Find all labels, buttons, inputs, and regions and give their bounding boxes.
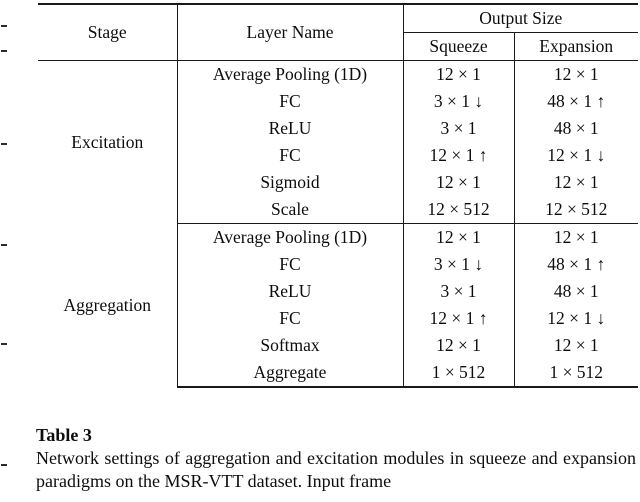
column-header-layer-name: Layer Name xyxy=(176,3,403,61)
layer-name-cell: Scale xyxy=(176,196,403,224)
column-header-stage: Stage xyxy=(38,3,177,61)
table-row: Aggregate 1 × 512 1 × 512 xyxy=(38,359,638,388)
table-row: Sigmoid 12 × 1 12 × 1 xyxy=(38,169,638,196)
table-row: ReLU 3 × 1 48 × 1 xyxy=(38,115,638,142)
expansion-size-cell: 12 × 1 ↓ xyxy=(513,305,638,332)
squeeze-size-cell: 3 × 1 ↓ xyxy=(402,251,514,278)
expansion-size-cell: 12 × 1 xyxy=(513,169,638,196)
table-header-row-sub: Squeeze Expansion xyxy=(38,32,638,61)
layer-name-cell: ReLU xyxy=(176,278,403,305)
layer-name-cell: FC xyxy=(176,88,403,115)
layer-name-cell: Average Pooling (1D) xyxy=(176,223,403,251)
table-section-excitation: Excitation Average Pooling (1D) 12 × 1 1… xyxy=(38,60,638,224)
layer-name-cell: Average Pooling (1D) xyxy=(176,60,403,88)
table-row: Aggregation Average Pooling (1D) 12 × 1 … xyxy=(38,223,638,315)
layer-name-cell: ReLU xyxy=(176,115,403,142)
table-row: FC 12 × 1 ↑ 12 × 1 ↓ xyxy=(38,305,638,332)
margin-tick xyxy=(1,25,7,27)
margin-tick xyxy=(1,143,7,145)
stage-label-aggregation: Aggregation xyxy=(63,295,151,316)
layer-name-cell: FC xyxy=(176,142,403,169)
expansion-size-cell: 12 × 1 xyxy=(513,332,638,359)
table-header-row-top: Stage Layer Name Output Size xyxy=(38,3,638,61)
squeeze-size-cell: 12 × 1 xyxy=(402,60,514,88)
layer-name-cell: FC xyxy=(176,251,403,278)
expansion-size-cell: 48 × 1 xyxy=(513,278,638,305)
table-row: FC 3 × 1 ↓ 48 × 1 ↑ xyxy=(38,88,638,115)
expansion-size-cell: 12 × 1 xyxy=(513,60,638,88)
margin-tick xyxy=(1,464,7,466)
table-row: FC 12 × 1 ↑ 12 × 1 ↓ xyxy=(38,142,638,169)
stage-label-excitation: Excitation xyxy=(71,132,144,153)
margin-tick xyxy=(1,244,7,246)
squeeze-size-cell: 12 × 1 ↑ xyxy=(402,305,514,332)
expansion-size-cell: 12 × 512 xyxy=(513,196,638,224)
squeeze-size-cell: 12 × 1 xyxy=(402,223,514,251)
table-header: Stage Layer Name Output Size Squeeze Exp… xyxy=(38,3,638,61)
squeeze-size-cell: 1 × 512 xyxy=(402,359,514,388)
layer-name-cell: Sigmoid xyxy=(176,169,403,196)
expansion-size-cell: 12 × 1 xyxy=(513,223,638,251)
table-row: ReLU 3 × 1 48 × 1 xyxy=(38,278,638,305)
table-row: FC 3 × 1 ↓ 48 × 1 ↑ xyxy=(38,251,638,278)
squeeze-size-cell: 3 × 1 xyxy=(402,278,514,305)
column-header-output-size: Output Size xyxy=(402,3,638,33)
table-row: Scale 12 × 512 12 × 512 xyxy=(38,196,638,224)
expansion-size-cell: 12 × 1 ↓ xyxy=(513,142,638,169)
squeeze-size-cell: 12 × 1 xyxy=(402,332,514,359)
expansion-size-cell: 1 × 512 xyxy=(513,359,638,388)
squeeze-size-cell: 12 × 1 xyxy=(402,169,514,196)
column-header-expansion: Expansion xyxy=(513,32,638,61)
squeeze-size-cell: 3 × 1 ↓ xyxy=(402,88,514,115)
column-header-squeeze: Squeeze xyxy=(402,32,514,61)
table-caption: Table 3 Network settings of aggregation … xyxy=(36,424,636,493)
layer-name-cell: Aggregate xyxy=(176,359,403,388)
caption-body: Network settings of aggregation and exci… xyxy=(36,448,636,492)
network-settings-table: Stage Layer Name Output Size Squeeze Exp… xyxy=(38,3,638,388)
layer-name-cell: Softmax xyxy=(176,332,403,359)
margin-tick xyxy=(1,343,7,345)
table-container: Stage Layer Name Output Size Squeeze Exp… xyxy=(38,3,638,388)
squeeze-size-cell: 3 × 1 xyxy=(402,115,514,142)
squeeze-size-cell: 12 × 512 xyxy=(402,196,514,224)
table-row: Softmax 12 × 1 12 × 1 xyxy=(38,332,638,359)
table-row: Excitation Average Pooling (1D) 12 × 1 1… xyxy=(38,60,638,152)
expansion-size-cell: 48 × 1 ↑ xyxy=(513,251,638,278)
squeeze-size-cell: 12 × 1 ↑ xyxy=(402,142,514,169)
expansion-size-cell: 48 × 1 xyxy=(513,115,638,142)
expansion-size-cell: 48 × 1 ↑ xyxy=(513,88,638,115)
caption-title: Table 3 xyxy=(36,425,92,445)
table-section-aggregation: Aggregation Average Pooling (1D) 12 × 1 … xyxy=(38,223,638,388)
layer-name-cell: FC xyxy=(176,305,403,332)
margin-tick xyxy=(1,50,7,52)
